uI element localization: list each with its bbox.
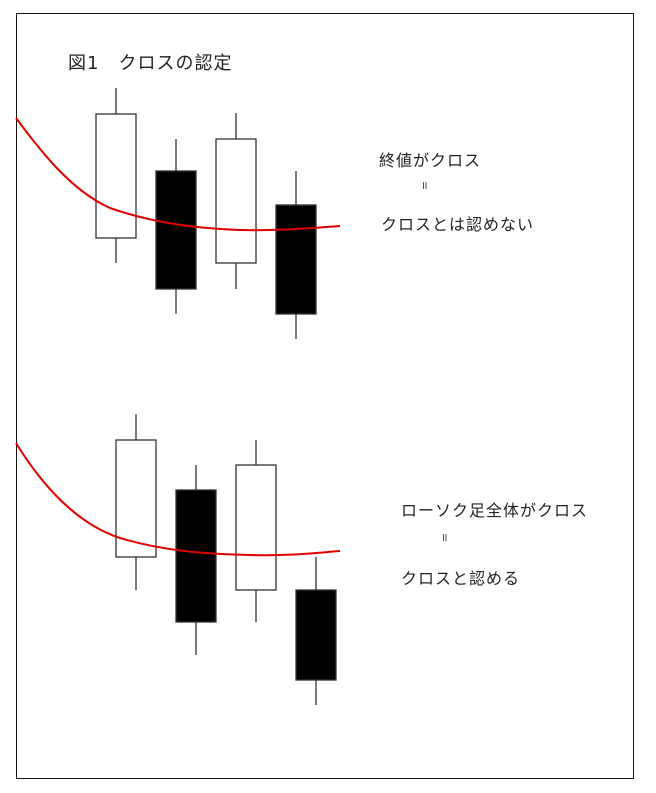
moving-average-line <box>15 442 341 557</box>
candle-body <box>275 204 317 315</box>
figure-frame <box>16 13 634 779</box>
figure-title: 図1 クロスの認定 <box>68 53 233 74</box>
candle-body <box>95 113 137 239</box>
candle-body <box>115 439 157 558</box>
bearish-candle <box>295 557 337 705</box>
bullish-candle <box>235 440 277 622</box>
bottom-caption-line1: ローソク足全体がクロス <box>401 501 589 520</box>
bearish-candle <box>275 171 317 339</box>
top-equals-sign: ॥ <box>421 179 428 192</box>
bearish-candle <box>175 465 217 655</box>
top-candlestick-chart <box>15 88 341 339</box>
top-caption-line2: クロスとは認めない <box>381 215 535 234</box>
candle-body <box>175 489 217 623</box>
candle-body <box>155 170 197 290</box>
candle-body <box>235 464 277 591</box>
bullish-candle <box>215 113 257 289</box>
bottom-candlestick-chart <box>15 414 341 705</box>
bottom-equals-sign: ॥ <box>441 531 448 544</box>
bottom-caption-line2: クロスと認める <box>401 569 521 588</box>
candle-body <box>215 138 257 264</box>
top-caption-line1: 終値がクロス <box>379 151 482 170</box>
bullish-candle <box>115 414 157 590</box>
bearish-candle <box>155 139 197 314</box>
moving-average-line <box>15 117 341 232</box>
bullish-candle <box>95 88 137 263</box>
candle-body <box>295 589 337 681</box>
